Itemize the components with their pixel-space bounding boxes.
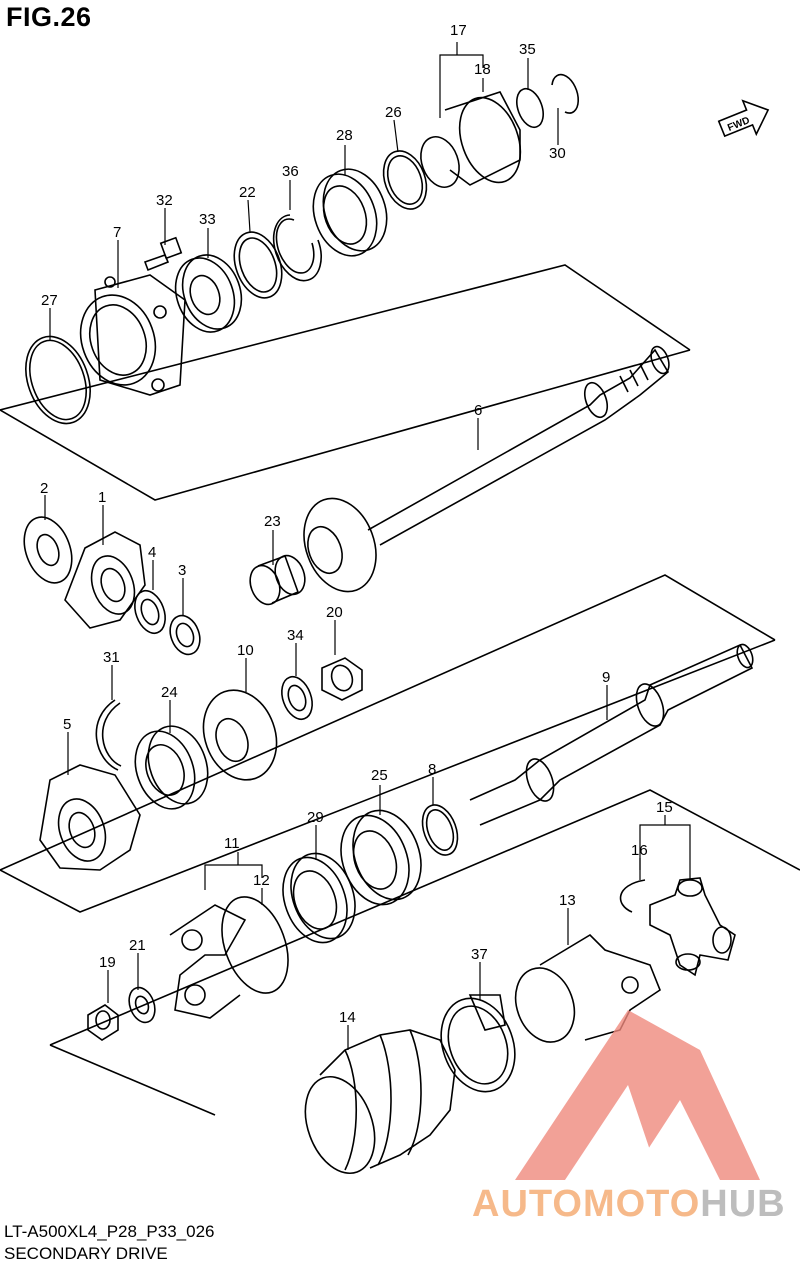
watermark-text-part1: AUTOMOTO <box>472 1183 701 1225</box>
callout-13: 13 <box>559 892 576 909</box>
callout-17: 17 <box>450 22 467 39</box>
callout-22: 22 <box>239 184 256 201</box>
callout-2: 2 <box>40 480 48 497</box>
callout-8: 8 <box>428 761 436 778</box>
bevel-gear-1-icon <box>64 531 146 629</box>
circlip-31-icon <box>95 699 122 771</box>
callout-9: 9 <box>602 669 610 686</box>
callout-16: 16 <box>631 842 648 859</box>
ring-26-icon <box>382 150 428 210</box>
bevel-gear-5-icon <box>39 764 141 871</box>
nut-3-icon <box>169 614 201 656</box>
callout-30: 30 <box>549 145 566 162</box>
callout-10: 10 <box>237 642 254 659</box>
ring-8-icon <box>421 804 459 856</box>
washer-2-icon <box>23 516 73 584</box>
callout-11: 11 <box>224 835 240 852</box>
bolt-32-icon <box>143 236 183 272</box>
clamp-37-icon <box>440 994 516 1093</box>
shaft-9-icon <box>469 643 754 826</box>
bearing-28-icon <box>312 168 388 257</box>
frame-group-joint <box>49 789 800 1116</box>
bearing-25-icon <box>340 809 422 906</box>
bearing-24-icon <box>134 725 209 810</box>
callout-1: 1 <box>98 489 106 506</box>
callout-28: 28 <box>336 127 353 144</box>
nut-19-icon <box>87 1004 119 1041</box>
gear-shaft-6-icon <box>303 497 377 593</box>
housing-18-icon <box>420 91 522 188</box>
callout-33: 33 <box>199 211 216 228</box>
callout-15: 15 <box>656 799 673 816</box>
watermark-text: AUTOMOTOHUB <box>472 1183 786 1226</box>
washer-4-icon <box>134 589 166 635</box>
callout-25: 25 <box>371 767 388 784</box>
callout-34: 34 <box>287 627 304 644</box>
boot-14-icon <box>304 1029 456 1175</box>
callout-18: 18 <box>474 61 491 78</box>
callout-5: 5 <box>63 716 71 733</box>
washer-34-icon <box>281 675 313 721</box>
callout-labels: 17 18 35 30 26 28 36 22 32 33 7 27 6 2 1… <box>40 22 673 1026</box>
bearing-33-icon <box>174 254 243 333</box>
callout-21: 21 <box>129 937 146 954</box>
frame-group-shaft-6 <box>0 264 691 501</box>
callout-32: 32 <box>156 192 173 209</box>
callout-4: 4 <box>148 544 156 561</box>
circlip-36-icon <box>272 214 322 282</box>
washer-21-icon <box>128 986 156 1024</box>
diagram-caption: SECONDARY DRIVE <box>4 1244 168 1263</box>
gear-10-icon <box>202 689 278 781</box>
circlip-16-icon <box>619 879 646 913</box>
callout-35: 35 <box>519 41 536 58</box>
callout-19: 19 <box>99 954 116 971</box>
spider-15-icon <box>649 877 736 977</box>
diagram-code: LT-A500XL4_P28_P33_026 <box>4 1222 215 1241</box>
callout-6: 6 <box>474 402 482 419</box>
callout-29: 29 <box>307 809 324 826</box>
leader-lines <box>44 42 691 1050</box>
o-ring-27-icon <box>25 335 91 425</box>
callout-14: 14 <box>339 1009 356 1026</box>
figure-title: FIG.26 <box>6 2 92 32</box>
callout-24: 24 <box>161 684 178 701</box>
bearing-housing-7-icon <box>79 274 186 396</box>
nut-20-icon <box>321 657 363 701</box>
callout-26: 26 <box>385 104 402 121</box>
callout-3: 3 <box>178 562 186 579</box>
callout-23: 23 <box>264 513 281 530</box>
oil-seal-29-icon <box>282 852 356 944</box>
ring-22-icon <box>233 231 283 299</box>
needle-bearing-23-icon <box>249 554 306 606</box>
fwd-arrow-icon: FWD <box>717 99 770 138</box>
circlip-30-icon <box>551 73 580 114</box>
callout-12: 12 <box>253 872 270 889</box>
callout-36: 36 <box>282 163 299 180</box>
ring-35-icon <box>516 87 544 129</box>
shaft-6-icon <box>367 345 670 546</box>
callout-37: 37 <box>471 946 488 963</box>
callout-7: 7 <box>113 224 121 241</box>
callout-31: 31 <box>103 649 120 666</box>
yoke-11-icon <box>169 896 289 1019</box>
frame-group-shaft-9 <box>0 574 776 913</box>
callout-20: 20 <box>326 604 343 621</box>
watermark-text-part2: HUB <box>700 1183 786 1225</box>
automotohub-logo-icon <box>515 1010 760 1180</box>
callout-27: 27 <box>41 292 58 309</box>
